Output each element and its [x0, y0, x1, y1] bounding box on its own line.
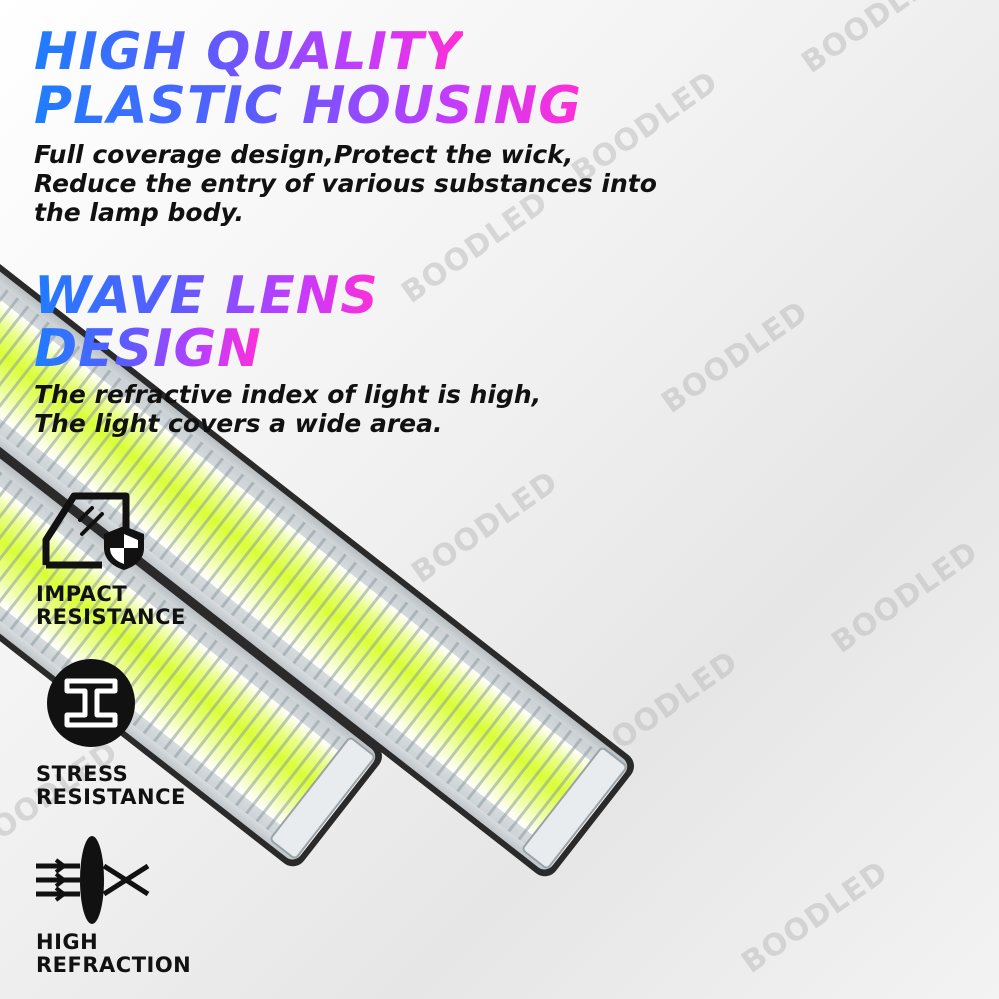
feature-high-refraction: HIGH REFRACTION	[36, 930, 192, 978]
headline-2-line-2: DESIGN	[34, 319, 262, 379]
i-beam-icon	[47, 659, 135, 747]
feature-3-line-2: REFRACTION	[36, 953, 192, 978]
feature-1-line-2: RESISTANCE	[36, 605, 186, 630]
feature-impact-resistance: IMPACT RESISTANCE	[36, 582, 186, 630]
description-2-line-1: The refractive index of light is high,	[34, 380, 542, 409]
feature-stress-resistance: STRESS RESISTANCE	[36, 762, 186, 810]
headline-2-line-1: WAVE LENS	[34, 266, 379, 326]
description-1-line-2: Reduce the entry of various substances i…	[34, 169, 657, 198]
description-2: The refractive index of light is high, T…	[34, 380, 541, 438]
window-shield-icon	[42, 492, 144, 570]
headline-1-line-2: PLASTIC HOUSING	[34, 76, 582, 136]
feature-2-line-2: RESISTANCE	[36, 785, 186, 810]
feature-2-line-1: STRESS	[36, 762, 129, 786]
description-1-line-1: Full coverage design,Protect the wick,	[34, 140, 574, 169]
feature-1-line-1: IMPACT	[36, 582, 128, 606]
feature-3-line-1: HIGH	[36, 930, 99, 954]
description-1: Full coverage design,Protect the wick, R…	[34, 140, 657, 227]
description-2-line-2: The light covers a wide area.	[34, 409, 443, 438]
headline-1-line-1: HIGH QUALITY	[34, 22, 464, 82]
description-1-line-3: the lamp body.	[34, 198, 244, 227]
lens-refraction-icon	[36, 836, 150, 924]
